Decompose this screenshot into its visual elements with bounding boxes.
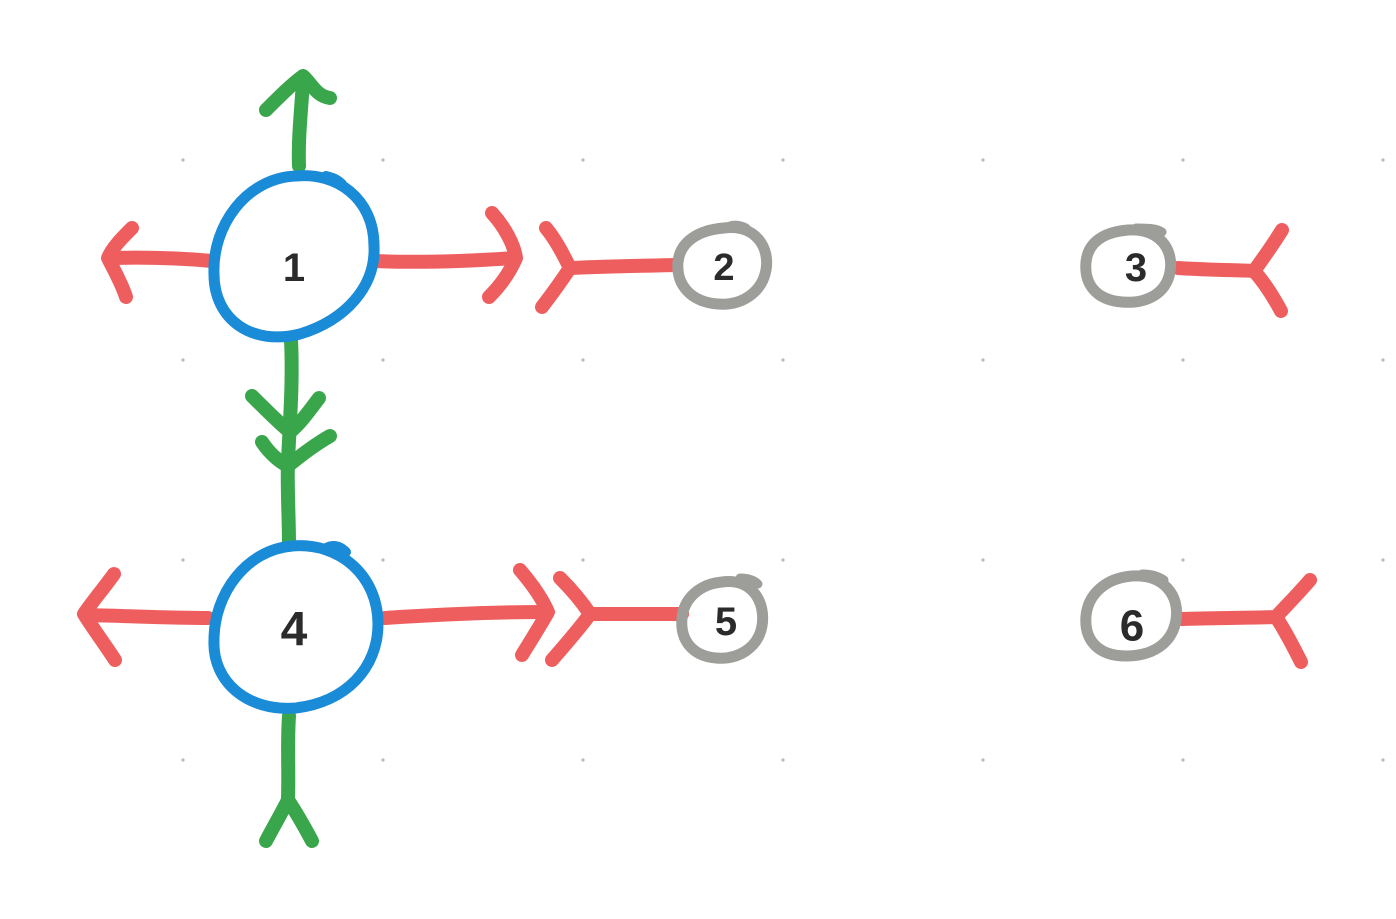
grid-dot xyxy=(181,758,185,762)
grid-dot xyxy=(581,558,585,562)
grid-dot xyxy=(1181,358,1185,362)
grid-dot xyxy=(181,358,185,362)
grid-dot xyxy=(381,558,385,562)
grid-dot xyxy=(1381,158,1385,162)
edge-3-right[interactable] xyxy=(1171,223,1289,318)
edge-2-left[interactable] xyxy=(535,221,681,314)
grid-dots xyxy=(181,158,1385,762)
node-2-label: 2 xyxy=(713,247,734,289)
node-4[interactable]: 4 xyxy=(208,540,384,714)
grid-dot xyxy=(1181,158,1185,162)
grid-dot xyxy=(381,758,385,762)
grid-dot xyxy=(581,758,585,762)
node-2[interactable]: 2 xyxy=(672,220,773,310)
node-5[interactable]: 5 xyxy=(676,573,769,664)
grid-dot xyxy=(581,358,585,362)
edge-4-down[interactable] xyxy=(259,709,319,848)
grid-dot xyxy=(781,758,785,762)
grid-dot xyxy=(1181,758,1185,762)
edge-4-left[interactable] xyxy=(77,567,215,667)
grid-dot xyxy=(181,558,185,562)
edge-1-right[interactable] xyxy=(369,206,523,304)
edge-4-right[interactable] xyxy=(378,563,555,662)
node-1[interactable]: 1 xyxy=(208,170,380,343)
grid-dot xyxy=(981,758,985,762)
edge-5-left[interactable] xyxy=(545,571,689,667)
grid-dot xyxy=(781,358,785,362)
grid-dot xyxy=(981,358,985,362)
grid-dot xyxy=(1181,558,1185,562)
node-1-label: 1 xyxy=(283,246,305,290)
node-5-label: 5 xyxy=(715,600,737,644)
edge-6-right[interactable] xyxy=(1175,573,1317,669)
edge-1-to-4[interactable] xyxy=(245,333,337,552)
grid-dot xyxy=(381,358,385,362)
grid-dot xyxy=(781,158,785,162)
grid-dot xyxy=(1381,358,1385,362)
node-3-label: 3 xyxy=(1125,246,1147,290)
grid-dot xyxy=(781,558,785,562)
edge-1-up[interactable] xyxy=(259,69,337,173)
node-6-label: 6 xyxy=(1120,602,1144,651)
node-3[interactable]: 3 xyxy=(1080,223,1177,308)
grid-dot xyxy=(1381,758,1385,762)
node-6[interactable]: 6 xyxy=(1080,569,1183,662)
grid-dot xyxy=(381,158,385,162)
grid-dot xyxy=(981,558,985,562)
grid-dot xyxy=(1381,558,1385,562)
grid-dot xyxy=(981,158,985,162)
grid-dot xyxy=(181,158,185,162)
grid-dot xyxy=(581,158,585,162)
edge-1-left[interactable] xyxy=(101,221,219,304)
node-4-label: 4 xyxy=(281,604,308,657)
